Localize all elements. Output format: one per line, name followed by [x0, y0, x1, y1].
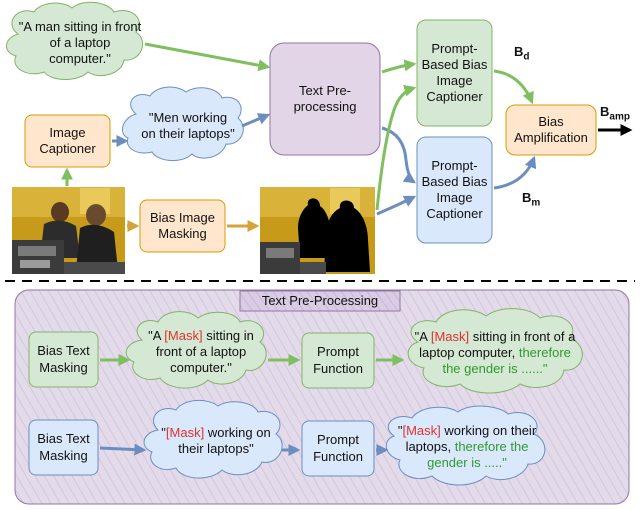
original-photo [12, 187, 125, 274]
mask-token: [Mask] [164, 327, 203, 343]
arrow-masked-to-captioner1 [375, 84, 417, 211]
men-cloud-text: "Men working on their laptops" [141, 109, 235, 141]
b-d-symbol: Bd [514, 44, 530, 63]
arrow-textpre-to-captioner1 [381, 59, 417, 74]
arrow-textpre-to-captioner2 [381, 126, 416, 184]
arrow-captioner2-to-amp [493, 155, 537, 190]
masked-cloud-1 [125, 311, 267, 389]
arrow-row2-a [99, 443, 147, 456]
caption-cloud [6, 1, 144, 80]
mask-token: [Mask] [430, 328, 470, 344]
prompt-captioner-1-box [416, 19, 493, 127]
bias-text-masking-label-1: Bias Text Masking [37, 343, 90, 375]
bias-image-masking-label: Bias Image Masking [149, 209, 216, 241]
prompt-suffix: therefore the gender is ......" [442, 344, 571, 377]
prompt-output-cloud-1 [407, 308, 583, 394]
mask-token: [Mask] [165, 424, 205, 440]
masked-cloud-1-text: "A [Mask] sitting in front of a laptop c… [148, 327, 254, 376]
caption-cloud-text: "A man sitting in front of a laptop comp… [18, 18, 142, 67]
b-amp-symbol: Bamp [600, 104, 630, 123]
prompt-function-label-2: Prompt Function [313, 432, 363, 464]
masked-cloud-2 [143, 400, 283, 479]
prompt-captioner-2-label: Prompt-Based Bias Image Captioner [421, 157, 488, 222]
text-preprocessing-label: Text Pre-processing [293, 82, 357, 114]
text-preprocessing-box [269, 42, 381, 156]
bias-amplification-label: Bias Amplification [514, 113, 588, 145]
prompt-captioner-2-box [416, 136, 493, 244]
prompt-output-2-text: "[Mask] working on their laptops, theref… [397, 422, 537, 471]
bias-text-masking-box-1 [28, 331, 99, 388]
bias-text-masking-box-2 [28, 419, 99, 476]
masked-cloud-2-text: "[Mask] working on their laptops" [161, 424, 271, 456]
prompt-suffix: therefore the gender is ....." [427, 438, 529, 471]
image-captioner-label: Image Captioner [39, 124, 96, 156]
masked-photo [260, 187, 375, 274]
image-captioner-box [24, 114, 111, 168]
prompt-captioner-1-label: Prompt-Based Bias Image Captioner [421, 40, 488, 105]
b-m-symbol: Bm [522, 190, 541, 209]
bias-amplification-box [505, 104, 597, 156]
prompt-function-box-1 [301, 332, 375, 389]
arrow-captioner1-to-amp [493, 69, 534, 105]
men-cloud [121, 86, 244, 161]
panel-title: Text Pre-Processing [261, 292, 379, 308]
mask-token: [Mask] [402, 422, 441, 438]
panel-title-tab [239, 290, 401, 312]
prompt-function-box-2 [301, 420, 375, 477]
prompt-function-label-1: Prompt Function [313, 344, 363, 376]
bias-image-masking-box [139, 199, 226, 253]
arrow-caption-to-textpre [144, 42, 271, 72]
bias-text-masking-label-2: Bias Text Masking [37, 431, 90, 463]
prompt-output-1-text: "A [Mask] sitting in front of a laptop c… [414, 328, 576, 377]
arrow-men-to-textpre [241, 113, 271, 128]
prompt-output-cloud-2 [385, 405, 546, 486]
arrow-masked-to-captioner2 [376, 195, 417, 216]
